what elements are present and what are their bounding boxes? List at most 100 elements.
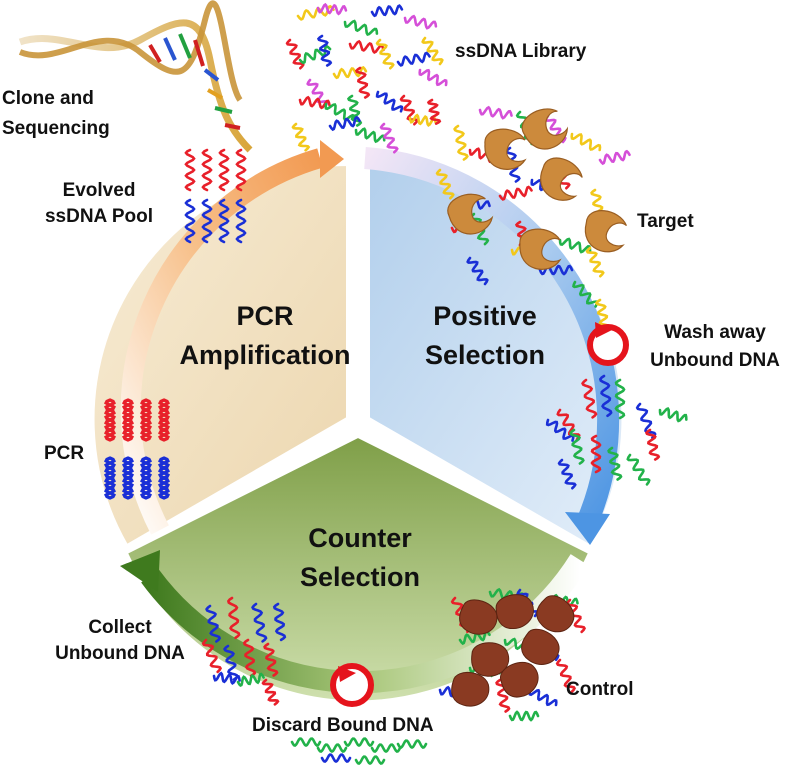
discarded-strand bbox=[290, 737, 322, 747]
library-strand bbox=[354, 66, 371, 99]
control-label: Control bbox=[566, 679, 634, 700]
unbound-strand bbox=[598, 374, 613, 418]
unbound-strand bbox=[658, 406, 688, 423]
unbound-strand bbox=[607, 446, 623, 481]
control-protein bbox=[495, 594, 534, 629]
control-protein-icon bbox=[451, 594, 575, 707]
collected-strand bbox=[205, 604, 222, 643]
positive-arrow-head bbox=[565, 512, 610, 545]
pcr-title-line2: Amplification bbox=[179, 340, 351, 371]
library-strand bbox=[346, 94, 363, 127]
dna-helix-icon bbox=[18, 0, 253, 153]
library-strand bbox=[375, 90, 404, 113]
collect-label-line1: Collect bbox=[88, 617, 152, 638]
evolved-strand bbox=[218, 148, 230, 192]
library-strand bbox=[421, 36, 444, 66]
library-strand bbox=[379, 122, 399, 154]
evolved-strand bbox=[184, 148, 196, 192]
target-label: Target bbox=[637, 211, 694, 232]
pcr-duplex-strand bbox=[103, 398, 117, 442]
clone-sequencing-label-line1: Clone and bbox=[2, 88, 94, 109]
library-strand bbox=[370, 4, 404, 18]
evolved-pool-label-line1: Evolved bbox=[62, 180, 136, 201]
collected-strand bbox=[212, 671, 241, 686]
target-strand bbox=[558, 237, 592, 254]
library-strand bbox=[316, 2, 348, 16]
target-protein bbox=[484, 128, 527, 170]
control-protein bbox=[536, 595, 575, 633]
target-strand bbox=[498, 185, 533, 201]
control-protein bbox=[451, 672, 490, 707]
collected-strand bbox=[223, 644, 239, 681]
unbound-strand bbox=[644, 428, 661, 461]
discarded-strand bbox=[320, 753, 352, 763]
pcr-duplex-strand bbox=[157, 398, 171, 442]
positive-title-line1: Positive bbox=[433, 301, 537, 331]
unbound-strand bbox=[581, 378, 598, 419]
pcr-small-label: PCR bbox=[44, 443, 85, 464]
pcr-duplex-strand bbox=[103, 456, 117, 500]
control-protein bbox=[459, 599, 498, 635]
unbound-strand bbox=[590, 434, 602, 474]
clone-sequencing-label-line2: Sequencing bbox=[2, 118, 110, 139]
library-strand bbox=[324, 102, 356, 122]
unbound-strands bbox=[545, 374, 688, 490]
control-strand bbox=[458, 629, 491, 646]
pcr-duplex-strands bbox=[103, 398, 171, 500]
control-strand bbox=[565, 598, 587, 634]
ssdna-library-strands bbox=[285, 2, 448, 154]
unbound-strand bbox=[626, 453, 651, 486]
pcr-duplex-strand bbox=[139, 456, 153, 500]
evolved-strand bbox=[235, 198, 247, 244]
evolved-strand bbox=[235, 148, 247, 192]
target-strand bbox=[572, 280, 599, 308]
evolved-strand bbox=[184, 198, 196, 244]
target-protein bbox=[447, 193, 494, 235]
target-protein-icon bbox=[447, 108, 627, 270]
unbound-strand bbox=[545, 418, 575, 442]
target-protein bbox=[521, 108, 568, 150]
target-strand bbox=[598, 149, 631, 166]
pcr-duplex-strand bbox=[139, 398, 153, 442]
collected-strand bbox=[272, 602, 287, 642]
unbound-strand bbox=[614, 378, 626, 420]
control-strand bbox=[508, 710, 540, 722]
target-protein bbox=[540, 157, 583, 201]
library-strand bbox=[375, 38, 395, 70]
target-strand bbox=[478, 105, 513, 120]
library-strand bbox=[403, 14, 438, 30]
counter-selection-title: Counter Selection bbox=[255, 519, 465, 597]
collected-strand bbox=[201, 638, 223, 674]
library-strand bbox=[298, 95, 331, 110]
evolved-strand bbox=[218, 198, 230, 244]
library-strand bbox=[408, 113, 437, 128]
library-strand bbox=[285, 38, 305, 70]
discarded-strands bbox=[290, 737, 428, 765]
pcr-cycle-arrow bbox=[120, 148, 323, 535]
collect-label-line2: Unbound DNA bbox=[55, 643, 185, 664]
target-protein bbox=[584, 210, 627, 253]
collected-strands bbox=[201, 596, 287, 706]
wash-label-line2: Unbound DNA bbox=[650, 350, 780, 371]
pcr-duplex-strand bbox=[121, 456, 135, 500]
counter-title-line2: Selection bbox=[299, 562, 421, 593]
discarded-strand bbox=[354, 755, 386, 765]
collected-strand bbox=[263, 642, 279, 677]
counter-arrow-head bbox=[120, 550, 160, 592]
collected-strand bbox=[261, 678, 280, 706]
evolved-pool-strands bbox=[184, 148, 247, 244]
ssdna-library-label: ssDNA Library bbox=[455, 41, 587, 62]
library-strand bbox=[396, 51, 431, 67]
library-strand bbox=[418, 68, 448, 87]
library-strand bbox=[348, 39, 385, 55]
control-strand bbox=[495, 678, 511, 713]
library-strand bbox=[316, 34, 333, 67]
pcr-title-line1: PCR bbox=[236, 301, 294, 331]
target-strand bbox=[466, 256, 489, 286]
evolved-pool-label-line2: ssDNA Pool bbox=[44, 206, 154, 227]
collected-strand bbox=[242, 638, 257, 678]
wash-label-line1: Wash away bbox=[664, 322, 766, 343]
pcr-duplex-strand bbox=[157, 456, 171, 500]
library-strand bbox=[426, 98, 442, 125]
